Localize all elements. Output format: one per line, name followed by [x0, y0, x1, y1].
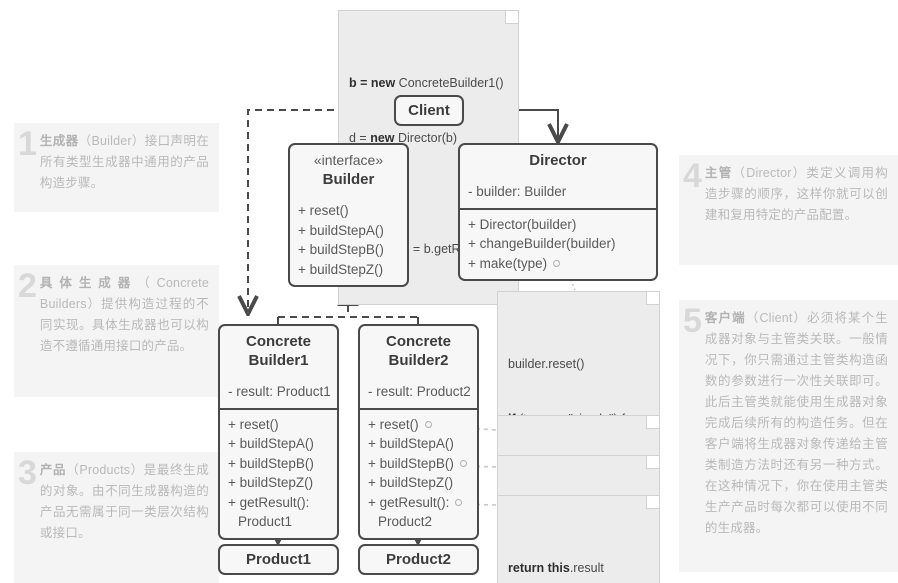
class-director-title: Director	[460, 145, 656, 177]
annotation-3-number: 3	[18, 454, 37, 492]
cb2-method-0: + reset()	[368, 415, 469, 435]
make-note-line-1: builder.reset()	[508, 356, 585, 371]
class-cb1-name-line1: Concrete	[245, 333, 312, 350]
builder-method-3: + buildStepZ()	[298, 261, 384, 277]
cb1-method-4: + getResult():	[228, 494, 310, 510]
client-code-line-1: b = new ConcreteBuilder1()	[349, 75, 504, 90]
annotation-1-number: 1	[18, 125, 37, 163]
class-cb1-title: Concrete Builder1	[220, 326, 337, 377]
class-cb2-fields: - result: Product2	[360, 377, 477, 408]
builder-method-0: + reset()	[298, 203, 349, 218]
class-product2-label: Product2	[385, 551, 451, 568]
note-anchor-icon	[455, 499, 463, 507]
cb2-method-2-label: + buildStepB()	[368, 455, 454, 471]
class-cb2-methods: + reset() + buildStepA() + buildStepB() …	[360, 407, 477, 538]
builder-method-1: + buildStepA()	[298, 222, 384, 238]
annotation-5-number: 5	[683, 302, 702, 340]
annotation-2: 2 具体生成器（Concrete Builders）提供构造过程的不同实现。具体…	[14, 265, 219, 397]
director-method-1: + changeBuilder(builder)	[468, 236, 616, 251]
class-builder[interactable]: «interface» Builder + reset() + buildSte…	[288, 143, 409, 287]
director-method-2: + make(type)	[468, 254, 648, 274]
class-builder-title: «interface» Builder	[290, 145, 407, 196]
class-product1-label: Product1	[245, 551, 311, 568]
builder-method-2: + buildStepB()	[298, 242, 384, 257]
class-director-fields: - builder: Builder	[460, 177, 656, 208]
note-fold-corner	[646, 292, 659, 305]
class-cb2-title: Concrete Builder2	[360, 326, 477, 377]
note-fold-corner	[646, 416, 659, 429]
class-cb1-fields: - result: Product1	[220, 377, 337, 408]
cb2-method-2: + buildStepB()	[368, 454, 469, 474]
cb2-method-4: + getResult():	[368, 493, 469, 513]
cb2-method-1: + buildStepA()	[368, 436, 454, 451]
class-builder-name: Builder	[322, 171, 375, 188]
class-concrete-builder-1[interactable]: Concrete Builder1 - result: Product1 + r…	[218, 324, 339, 540]
class-client-label: Client	[408, 102, 450, 119]
cb1-method-2: + buildStepB()	[228, 455, 314, 471]
cb2-method-3: + buildStepZ()	[368, 475, 454, 490]
annotation-4-number: 4	[683, 157, 702, 195]
class-director-name: Director	[529, 152, 587, 169]
cb1-field-0: - result: Product1	[228, 384, 331, 399]
class-cb2-name-line2: Builder2	[388, 352, 449, 369]
note-fold-corner	[646, 456, 659, 469]
cb1-method-0: + reset()	[228, 416, 279, 432]
annotation-4: 4 主管（Director）类定义调用构造步骤的顺序，这样你就可以创建和复用特定…	[679, 155, 898, 265]
note-return-this-result: return this.result	[497, 495, 660, 583]
annotation-4-text: 主管（Director）类定义调用构造步骤的顺序，这样你就可以创建和复用特定的产…	[704, 166, 888, 222]
cb1-method-1: + buildStepA()	[228, 436, 314, 451]
class-client[interactable]: Client	[394, 95, 464, 126]
annotation-5: 5 客户端（Client）必须将某个生成器对象与主管类关联。一般情况下，你只需通…	[679, 300, 898, 572]
note-anchor-icon	[424, 421, 432, 429]
client-code-line-2: d = new Director(b)	[349, 131, 458, 145]
director-field-0: - builder: Builder	[468, 184, 567, 199]
director-method-0: + Director(builder)	[468, 216, 577, 232]
cb2-method-0-label: + reset()	[368, 416, 419, 432]
note-anchor-icon	[553, 260, 561, 268]
class-product1[interactable]: Product1	[218, 544, 339, 575]
note-fold-corner	[505, 11, 518, 24]
annotation-5-text: 客户端（Client）必须将某个生成器对象与主管类关联。一般情况下，你只需通过主…	[704, 311, 888, 535]
cb1-method-4-cont: Product1	[238, 514, 293, 529]
annotation-1-text: 生成器（Builder）接口声明在所有类型生成器中通用的产品构造步骤。	[39, 134, 209, 190]
cb2-method-4-label: + getResult():	[368, 494, 450, 510]
note-fold-corner	[646, 496, 659, 509]
class-cb2-name-line1: Concrete	[385, 333, 452, 350]
class-director-methods: + Director(builder) + changeBuilder(buil…	[460, 207, 656, 280]
annotation-3: 3 产品（Products）是最终生成的对象。由不同生成器构造的产品无需属于同一…	[14, 452, 219, 583]
cb1-method-3: + buildStepZ()	[228, 475, 314, 490]
cb2-field-0: - result: Product2	[368, 384, 471, 399]
class-builder-methods: + reset() + buildStepA() + buildStepB() …	[290, 196, 407, 285]
class-concrete-builder-2[interactable]: Concrete Builder2 - result: Product2 + r…	[358, 324, 479, 540]
annotation-1: 1 生成器（Builder）接口声明在所有类型生成器中通用的产品构造步骤。	[14, 123, 219, 212]
director-method-2-label: + make(type)	[468, 255, 548, 271]
note-return-this-result-text: return this.result	[508, 560, 604, 575]
class-builder-stereotype: «interface»	[313, 152, 384, 168]
class-cb1-name-line2: Builder1	[248, 352, 309, 369]
class-cb1-methods: + reset() + buildStepA() + buildStepB() …	[220, 407, 337, 538]
annotation-3-text: 产品（Products）是最终生成的对象。由不同生成器构造的产品无需属于同一类层…	[39, 463, 209, 540]
annotation-2-text: 具体生成器（Concrete Builders）提供构造过程的不同实现。具体生成…	[39, 276, 209, 353]
cb2-method-4-cont: Product2	[378, 514, 433, 529]
class-product2[interactable]: Product2	[358, 544, 479, 575]
note-anchor-icon	[459, 460, 467, 468]
class-director[interactable]: Director - builder: Builder + Director(b…	[458, 143, 658, 281]
annotation-2-number: 2	[18, 267, 37, 305]
